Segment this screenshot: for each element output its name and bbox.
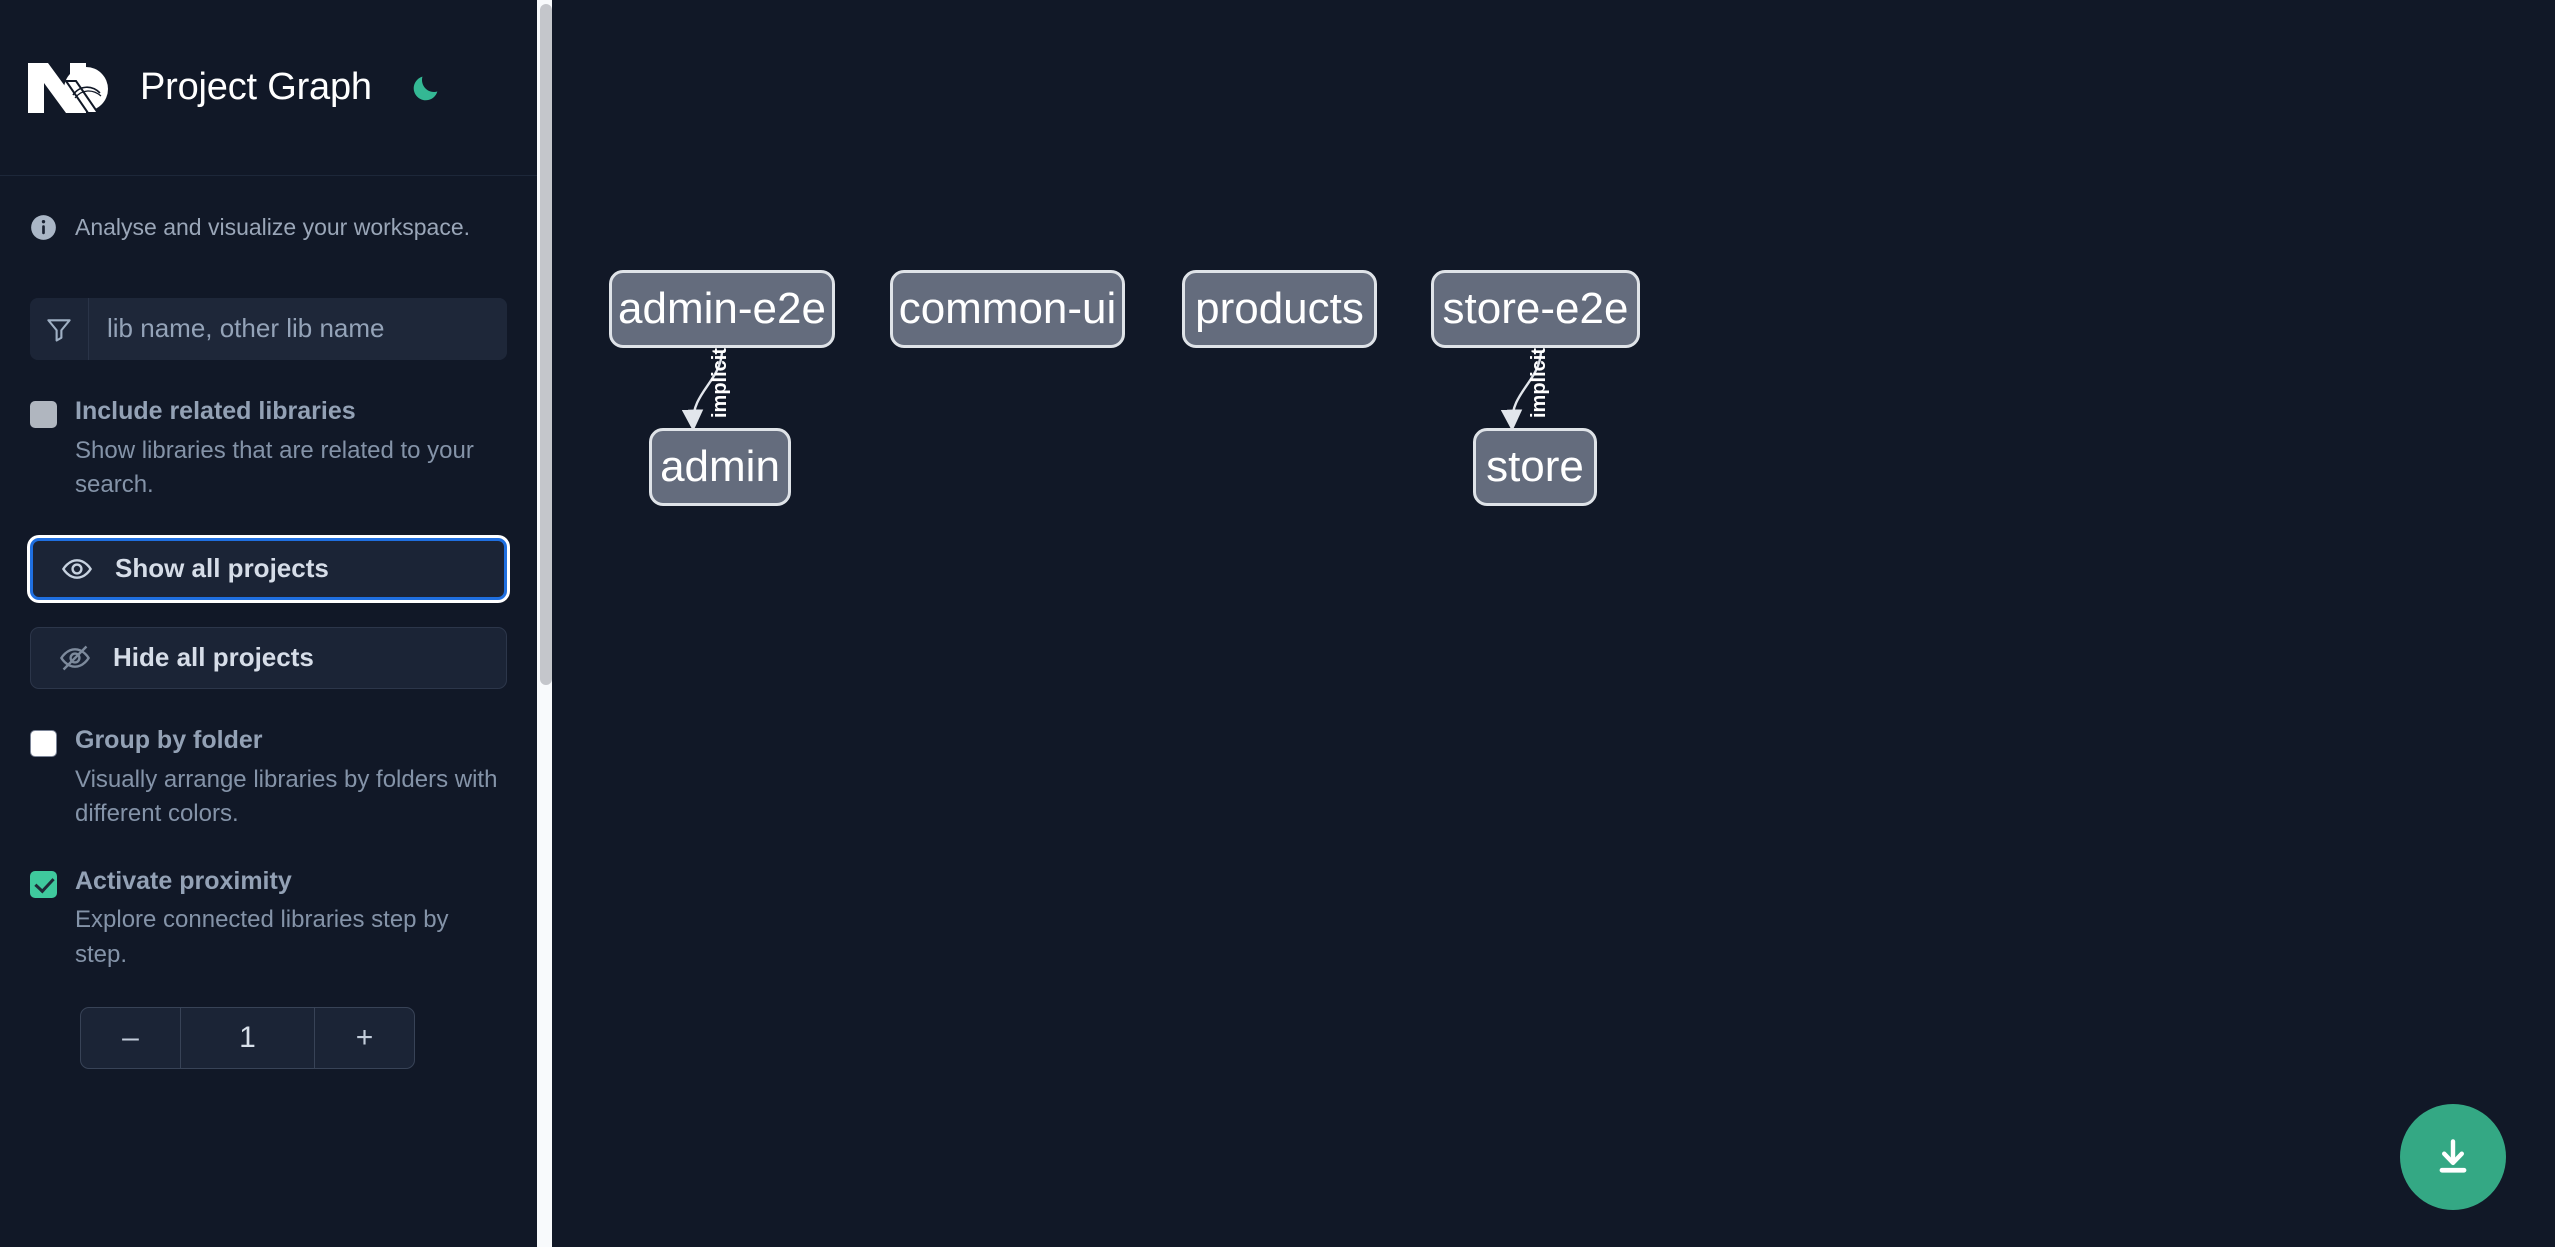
graph-node-admin[interactable]: admin: [649, 428, 791, 506]
option-description: Show libraries that are related to your …: [75, 436, 474, 498]
sidebar-scrollbar[interactable]: [537, 0, 552, 1247]
eye-icon: [61, 553, 93, 585]
option-group-by-folder[interactable]: Group by folder Visually arrange librari…: [0, 724, 537, 831]
eye-off-icon: [59, 642, 91, 674]
sidebar-scrollbar-thumb[interactable]: [540, 4, 552, 685]
option-description: Visually arrange libraries by folders wi…: [75, 765, 498, 827]
edge-label-implicit-admin: implicit: [709, 347, 731, 418]
graph-node-store[interactable]: store: [1473, 428, 1597, 506]
option-label: Activate proximity: [75, 866, 292, 895]
proximity-stepper: – 1 +: [80, 1006, 415, 1069]
edge-label-implicit-store: implicit: [1528, 347, 1550, 418]
sidebar-content: Project Graph Analyse and visualize yo: [0, 0, 537, 1247]
graph-node-store-e2e[interactable]: store-e2e: [1431, 270, 1640, 348]
sidebar-header: Project Graph: [0, 0, 537, 176]
search-field-group: [30, 297, 507, 360]
download-graph-button[interactable]: [2400, 1104, 2506, 1210]
stepper-increment-button[interactable]: +: [314, 1007, 414, 1068]
description-text: Analyse and visualize your workspace.: [75, 214, 471, 240]
option-description: Explore connected libraries step by step…: [75, 906, 449, 968]
include-related-libraries-checkbox[interactable]: [30, 400, 57, 428]
moon-icon[interactable]: [406, 68, 446, 108]
graph-node-common-ui[interactable]: common-ui: [890, 270, 1125, 348]
hide-all-projects-button[interactable]: Hide all projects: [30, 626, 507, 689]
sidebar: Project Graph Analyse and visualize yo: [0, 0, 552, 1247]
graph-node-admin-e2e[interactable]: admin-e2e: [609, 270, 835, 348]
filter-funnel-icon[interactable]: [30, 297, 89, 360]
group-by-folder-checkbox[interactable]: [30, 729, 57, 757]
graph-node-products[interactable]: products: [1182, 270, 1377, 348]
show-all-projects-button[interactable]: Show all projects: [30, 537, 507, 600]
activate-proximity-checkbox[interactable]: [30, 870, 57, 898]
option-label: Group by folder: [75, 725, 263, 754]
show-all-projects-label: Show all projects: [115, 553, 329, 584]
hide-all-projects-label: Hide all projects: [113, 642, 314, 673]
graph-canvas[interactable]: implicit implicit admin-e2e common-ui pr…: [552, 0, 2555, 1247]
option-activate-proximity[interactable]: Activate proximity Explore connected lib…: [0, 865, 537, 972]
info-icon: [30, 214, 57, 241]
search-input[interactable]: [89, 297, 507, 360]
graph-edges: [681, 351, 1543, 432]
stepper-value: 1: [239, 1020, 256, 1054]
download-icon: [2439, 1139, 2467, 1173]
option-include-related-libraries[interactable]: Include related libraries Show libraries…: [0, 395, 537, 502]
page-title: Project Graph: [140, 66, 372, 108]
nx-logo-icon: [26, 59, 114, 117]
stepper-decrement-button[interactable]: –: [81, 1007, 181, 1068]
option-label: Include related libraries: [75, 396, 356, 425]
workspace-description: Analyse and visualize your workspace.: [0, 176, 537, 243]
